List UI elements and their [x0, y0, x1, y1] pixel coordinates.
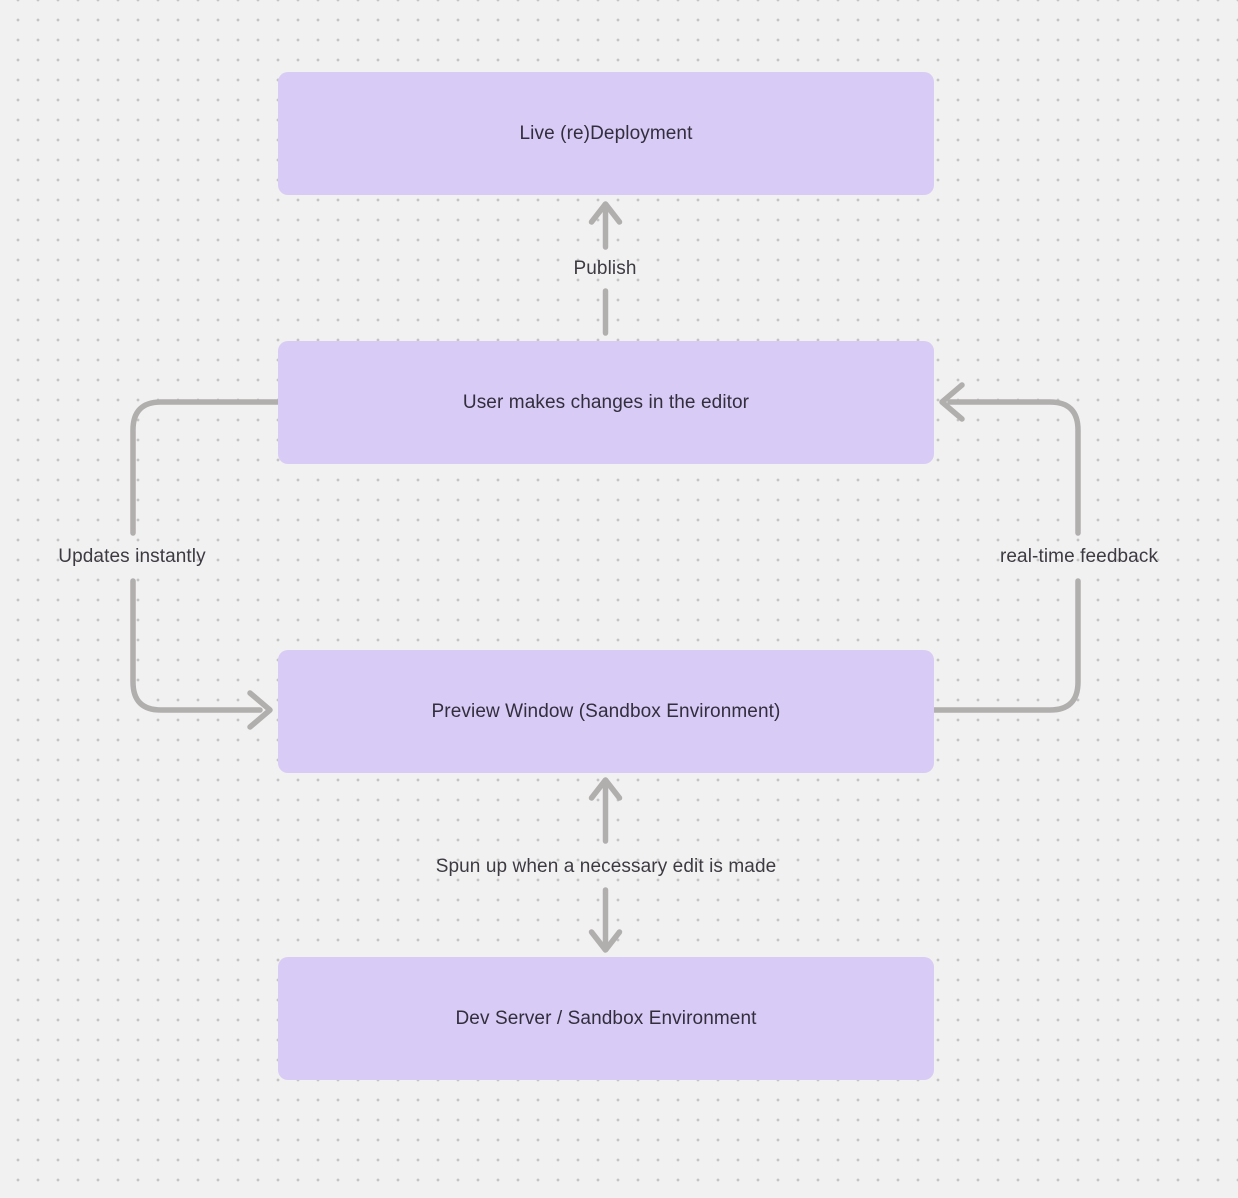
publish-arrowhead-up [588, 201, 623, 225]
updates-segment-upper [130, 399, 281, 536]
node-live-deployment[interactable]: Live (re)Deployment [278, 72, 934, 195]
node-preview-window-label: Preview Window (Sandbox Environment) [431, 700, 781, 722]
spun-up-arrowhead-down [588, 929, 623, 953]
edge-updates-instantly[interactable] [130, 399, 281, 730]
edge-spun-up[interactable] [588, 777, 623, 953]
node-user-changes[interactable]: User makes changes in the editor [278, 341, 934, 464]
node-preview-window[interactable]: Preview Window (Sandbox Environment) [278, 650, 934, 773]
edge-label-updates-instantly[interactable]: Updates instantly [58, 546, 206, 567]
node-live-deployment-label: Live (re)Deployment [519, 122, 693, 144]
edge-label-real-time-feedback[interactable]: real-time feedback [999, 546, 1159, 567]
updates-segment-lower [130, 578, 263, 713]
edge-label-spun-up[interactable]: Spun up when a necessary edit is made [435, 856, 777, 877]
feedback-segment-upper [947, 399, 1081, 536]
node-dev-server-label: Dev Server / Sandbox Environment [455, 1007, 757, 1029]
feedback-arrowhead-left [939, 382, 965, 422]
node-user-changes-label: User makes changes in the editor [462, 391, 750, 413]
feedback-segment-lower [931, 578, 1081, 713]
edge-publish[interactable] [588, 201, 623, 336]
edge-real-time-feedback[interactable] [931, 382, 1081, 713]
updates-arrowhead-right [247, 690, 273, 730]
node-dev-server[interactable]: Dev Server / Sandbox Environment [278, 957, 934, 1080]
spun-up-arrowhead-up [588, 777, 623, 801]
edge-label-publish[interactable]: Publish [573, 258, 637, 279]
